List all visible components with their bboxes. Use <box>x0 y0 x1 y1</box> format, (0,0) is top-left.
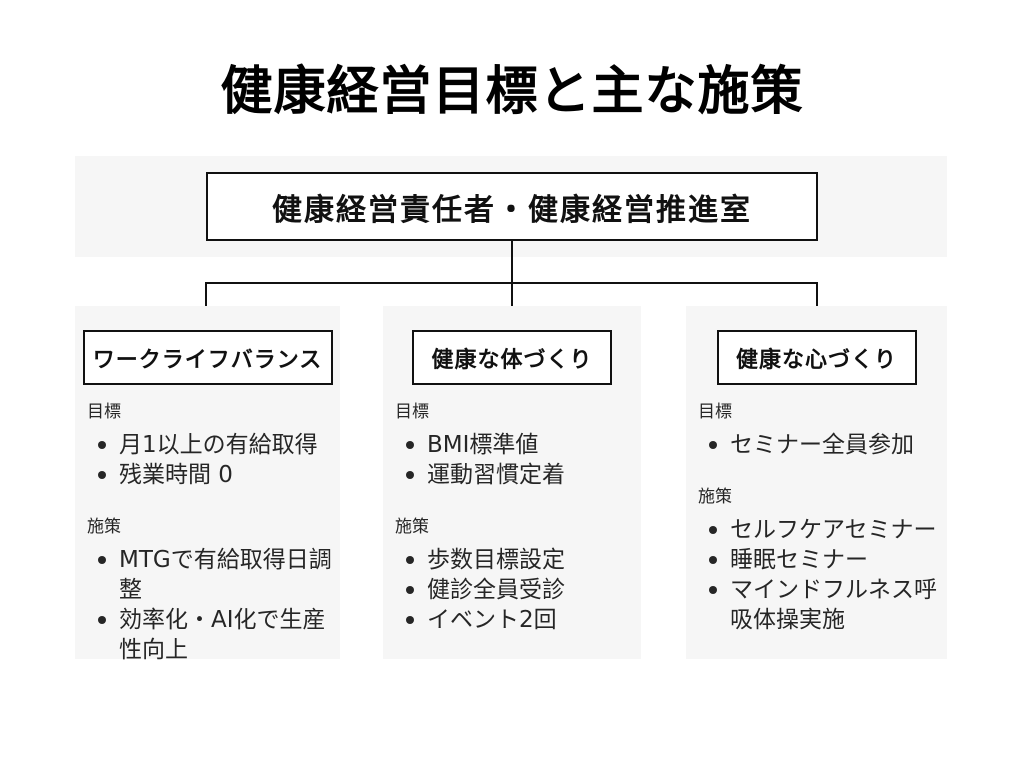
panel-worklife-balance: ワークライフバランス 目標 月1以上の有給取得 残業時間 0 施策 MTGで有給… <box>75 306 340 663</box>
panel-healthy-mind-body: 目標 セミナー全員参加 施策 セルフケアセミナー 睡眠セミナー マインドフルネス… <box>686 385 947 635</box>
slide-title: 健康経営目標と主な施策 <box>220 62 804 122</box>
panel-healthy-mind-header-box: 健康な心づくり <box>716 330 917 385</box>
list-item: BMI標準値 <box>393 430 635 460</box>
list-item: 残業時間 0 <box>85 460 334 490</box>
goals-list: セミナー全員参加 <box>696 430 941 460</box>
connector-drop-left <box>205 283 207 306</box>
goals-list: 月1以上の有給取得 残業時間 0 <box>85 430 334 490</box>
root-node-label: 健康経営責任者・健康経営推進室 <box>272 192 752 228</box>
connector-drop-middle <box>511 283 513 306</box>
panel-healthy-body: 健康な体づくり 目標 BMI標準値 運動習慣定着 施策 歩数目標設定 健診全員受… <box>383 306 641 659</box>
section-label-measures: 施策 <box>87 517 121 537</box>
list-item: 健診全員受診 <box>393 575 635 605</box>
list-item: MTGで有給取得日調整 <box>85 545 334 605</box>
panel-healthy-body-header-label: 健康な体づくり <box>431 347 593 373</box>
measures-list: MTGで有給取得日調整 効率化・AI化で生産性向上 <box>85 545 334 665</box>
list-item: イベント2回 <box>393 605 635 635</box>
measures-list: 歩数目標設定 健診全員受診 イベント2回 <box>393 545 635 635</box>
section-label-measures: 施策 <box>698 487 732 507</box>
connector-root-vertical <box>511 241 513 282</box>
section-label-measures: 施策 <box>395 517 429 537</box>
root-node-box: 健康経営責任者・健康経営推進室 <box>206 172 818 241</box>
panel-healthy-body-body: 目標 BMI標準値 運動習慣定着 施策 歩数目標設定 健診全員受診 イベント2回 <box>383 385 641 635</box>
panel-healthy-body-header-box: 健康な体づくり <box>412 330 612 385</box>
list-item: セミナー全員参加 <box>696 430 941 460</box>
measures-list: セルフケアセミナー 睡眠セミナー マインドフルネス呼吸体操実施 <box>696 515 941 635</box>
list-item: セルフケアセミナー <box>696 515 941 545</box>
goals-list: BMI標準値 運動習慣定着 <box>393 430 635 490</box>
panel-worklife-header-label: ワークライフバランス <box>92 347 323 373</box>
list-item: 効率化・AI化で生産性向上 <box>85 605 334 665</box>
connector-drop-right <box>816 283 818 306</box>
list-item: マインドフルネス呼吸体操実施 <box>696 575 941 635</box>
section-label-goals: 目標 <box>395 402 429 422</box>
panel-healthy-mind: 健康な心づくり 目標 セミナー全員参加 施策 セルフケアセミナー 睡眠セミナー … <box>686 306 947 659</box>
panel-healthy-mind-header-label: 健康な心づくり <box>735 347 897 373</box>
list-item: 歩数目標設定 <box>393 545 635 575</box>
section-label-goals: 目標 <box>87 402 121 422</box>
list-item: 運動習慣定着 <box>393 460 635 490</box>
list-item: 月1以上の有給取得 <box>85 430 334 460</box>
section-label-goals: 目標 <box>698 402 732 422</box>
panel-worklife-body: 目標 月1以上の有給取得 残業時間 0 施策 MTGで有給取得日調整 効率化・A… <box>75 385 340 665</box>
list-item: 睡眠セミナー <box>696 545 941 575</box>
panel-worklife-header-box: ワークライフバランス <box>82 330 333 385</box>
